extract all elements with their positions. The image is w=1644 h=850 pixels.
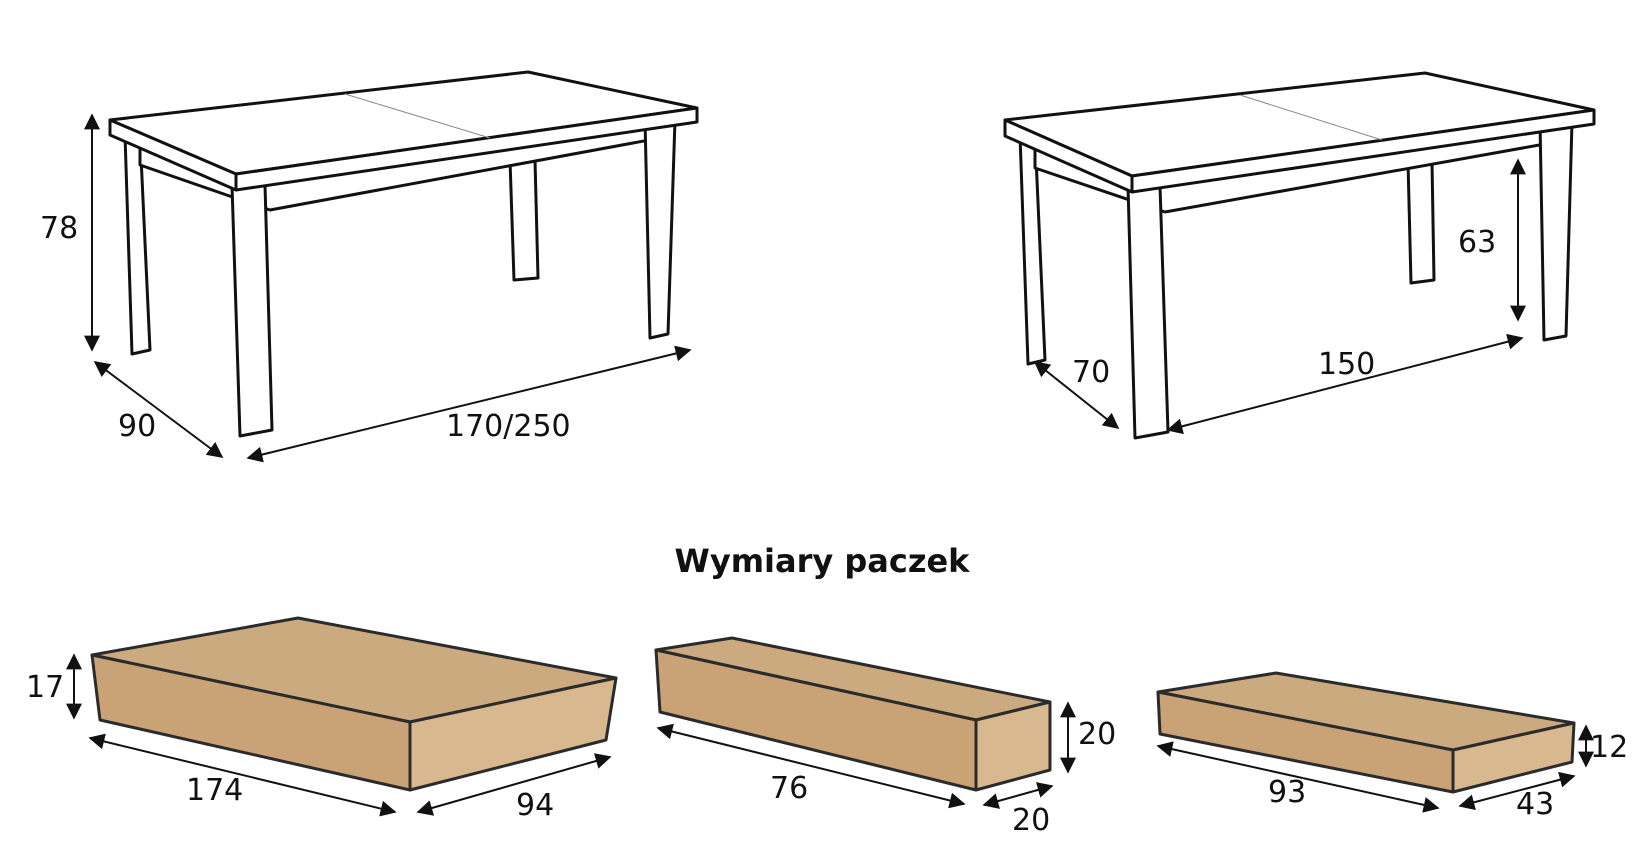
- leg-height-label: 63: [1458, 225, 1496, 260]
- length-arrow: [246, 345, 692, 463]
- table-leg: [1126, 184, 1170, 440]
- length-arrow: [656, 723, 966, 809]
- box-side-face: [974, 700, 1052, 792]
- table-extended-dimensions: 78 90 170/250: [40, 113, 692, 463]
- table-compact-drawing: [1003, 71, 1596, 440]
- table-leg: [1538, 120, 1574, 342]
- length-label: 76: [770, 771, 808, 806]
- height-label: 12: [1590, 730, 1628, 765]
- package-1: 17 174 94: [26, 616, 618, 823]
- table-extended-drawing: [108, 70, 699, 438]
- table-leg: [230, 183, 274, 438]
- height-label: 17: [26, 670, 64, 705]
- package-2: 20 76 20: [654, 636, 1116, 838]
- extension-seam: [1239, 94, 1383, 141]
- length-label: 93: [1268, 775, 1306, 810]
- package-3: 12 93 43: [1156, 671, 1628, 822]
- table-leg: [1406, 160, 1436, 285]
- packages-title: Wymiary paczek: [675, 542, 971, 580]
- extension-seam: [344, 93, 491, 139]
- width-arrow: [1458, 771, 1576, 811]
- depth-arrow: [1033, 361, 1120, 429]
- width-arrow: [982, 782, 1054, 809]
- length-arrow: [1166, 333, 1524, 435]
- length-label: 170/250: [446, 409, 571, 444]
- tabletop-edge: [234, 106, 699, 192]
- depth-label: 90: [118, 409, 156, 444]
- length-arrow: [88, 733, 397, 817]
- width-label: 20: [1012, 803, 1050, 838]
- depth-arrow: [93, 361, 224, 458]
- width-label: 43: [1516, 787, 1554, 822]
- length-label: 174: [186, 773, 243, 808]
- width-label: 94: [516, 788, 554, 823]
- height-label: 20: [1078, 717, 1116, 752]
- table-compact-dimensions: 63 70 150: [1033, 158, 1526, 435]
- table-leg: [508, 158, 540, 282]
- depth-label: 70: [1072, 355, 1110, 390]
- length-arrow: [1156, 741, 1440, 813]
- width-arrow: [416, 753, 612, 816]
- length-label: 150: [1318, 347, 1375, 382]
- table-leg: [643, 118, 677, 340]
- height-label: 78: [40, 211, 78, 246]
- tabletop-edge: [1130, 108, 1596, 194]
